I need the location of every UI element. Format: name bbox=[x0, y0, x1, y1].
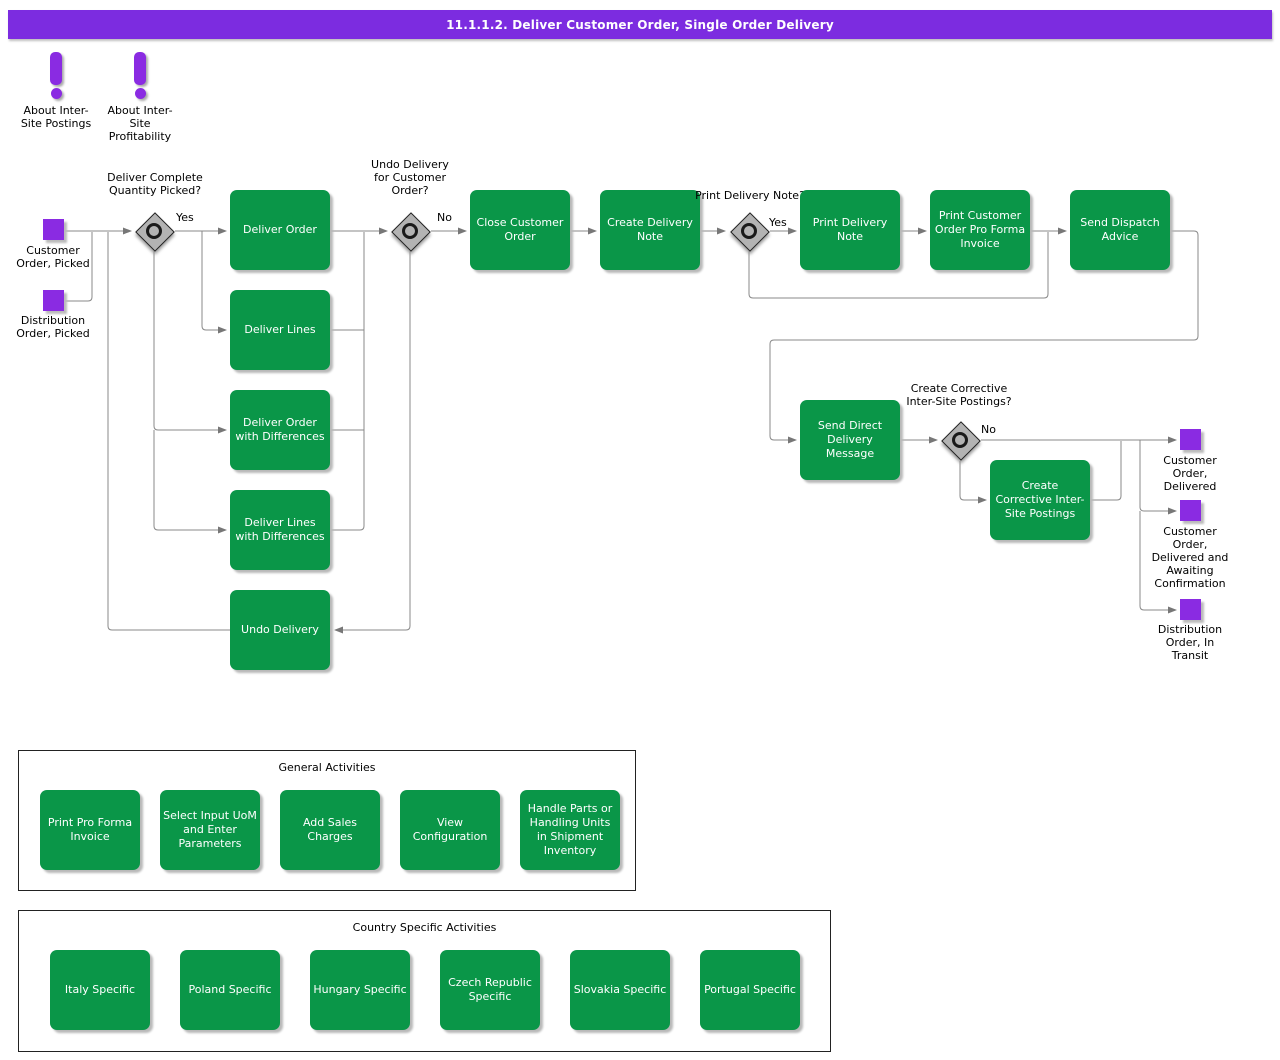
activity-print-customer-order-pro-forma-invoice[interactable]: Print Customer Order Pro Forma Invoice bbox=[930, 190, 1030, 270]
activity-label: Close Customer Order bbox=[476, 216, 564, 243]
activity-print-delivery-note[interactable]: Print Delivery Note bbox=[800, 190, 900, 270]
info-link-label: About Inter-Site Postings bbox=[20, 104, 92, 130]
activity-deliver-order-with-differences[interactable]: Deliver Order with Differences bbox=[230, 390, 330, 470]
activity-label: Select Input UoM and Enter Parameters bbox=[163, 809, 257, 850]
decision-ring-icon bbox=[402, 223, 418, 239]
info-link-inter-site-postings[interactable]: About Inter-Site Postings bbox=[14, 52, 98, 130]
activity-label: Create Delivery Note bbox=[607, 216, 693, 243]
activity-send-direct-delivery-message[interactable]: Send Direct Delivery Message bbox=[800, 400, 900, 480]
branch-label-no: No bbox=[437, 211, 452, 224]
decision-ring-icon bbox=[741, 223, 757, 239]
activity-poland-specific[interactable]: Poland Specific bbox=[180, 950, 280, 1030]
exclamation-icon bbox=[134, 52, 146, 85]
decision-undo-delivery-for-customer-order bbox=[391, 212, 431, 252]
activity-label: Print Pro Forma Invoice bbox=[47, 816, 133, 843]
exclamation-dot-icon bbox=[50, 88, 62, 99]
activity-label: Hungary Specific bbox=[313, 983, 407, 996]
activity-label: Print Delivery Note bbox=[812, 216, 888, 243]
activity-czech-republic-specific[interactable]: Czech Republic Specific bbox=[440, 950, 540, 1030]
decision-question: Undo Delivery for Customer Order? bbox=[371, 158, 449, 197]
activity-label: Print Customer Order Pro Forma Invoice bbox=[934, 209, 1026, 250]
panel-title: General Activities bbox=[278, 761, 376, 774]
activity-italy-specific[interactable]: Italy Specific bbox=[50, 950, 150, 1030]
process-title: 11.1.1.2. Deliver Customer Order, Single… bbox=[446, 17, 834, 32]
branch-label-yes: Yes bbox=[769, 216, 787, 229]
decision-ring-icon bbox=[146, 223, 162, 239]
activity-close-customer-order[interactable]: Close Customer Order bbox=[470, 190, 570, 270]
end-event-label: Customer Order, Delivered bbox=[1163, 454, 1217, 493]
process-title-bar: 11.1.1.2. Deliver Customer Order, Single… bbox=[8, 10, 1272, 39]
activity-undo-delivery[interactable]: Undo Delivery bbox=[230, 590, 330, 670]
activity-label: View Configuration bbox=[412, 816, 488, 843]
decision-question: Deliver Complete Quantity Picked? bbox=[107, 171, 203, 197]
exclamation-dot-icon bbox=[134, 88, 146, 99]
activity-label: Handle Parts or Handling Units in Shipme… bbox=[527, 802, 613, 857]
activity-label: Add Sales Charges bbox=[302, 816, 358, 843]
activity-hungary-specific[interactable]: Hungary Specific bbox=[310, 950, 410, 1030]
panel-title: Country Specific Activities bbox=[352, 921, 497, 934]
activity-label: Undo Delivery bbox=[241, 623, 319, 636]
activity-label: Deliver Lines bbox=[244, 323, 316, 336]
activity-label: Deliver Order with Differences bbox=[235, 416, 325, 443]
activity-label: Deliver Lines with Differences bbox=[235, 516, 325, 543]
decision-question: Create Corrective Inter-Site Postings? bbox=[906, 382, 1012, 408]
end-event-label: Distribution Order, In Transit bbox=[1157, 623, 1223, 662]
end-event-label: Customer Order, Delivered and Awaiting C… bbox=[1151, 525, 1229, 590]
activity-deliver-lines[interactable]: Deliver Lines bbox=[230, 290, 330, 370]
exclamation-icon bbox=[50, 52, 62, 85]
end-event-customer-order-delivered[interactable] bbox=[1180, 429, 1201, 450]
info-link-label: About Inter-Site Profitability bbox=[107, 104, 173, 143]
activity-create-corrective-inter-site-postings[interactable]: Create Corrective Inter-Site Postings bbox=[990, 460, 1090, 540]
activity-select-input-uom-and-enter-parameters[interactable]: Select Input UoM and Enter Parameters bbox=[160, 790, 260, 870]
decision-print-delivery-note bbox=[730, 212, 770, 252]
activity-print-pro-forma-invoice[interactable]: Print Pro Forma Invoice bbox=[40, 790, 140, 870]
activity-handle-parts-or-handling-units[interactable]: Handle Parts or Handling Units in Shipme… bbox=[520, 790, 620, 870]
activity-deliver-order[interactable]: Deliver Order bbox=[230, 190, 330, 270]
activity-label: Poland Specific bbox=[188, 983, 272, 996]
start-event-customer-order-picked[interactable] bbox=[43, 219, 64, 240]
activity-portugal-specific[interactable]: Portugal Specific bbox=[700, 950, 800, 1030]
activity-view-configuration[interactable]: View Configuration bbox=[400, 790, 500, 870]
activity-send-dispatch-advice[interactable]: Send Dispatch Advice bbox=[1070, 190, 1170, 270]
end-event-distribution-order-in-transit[interactable] bbox=[1180, 599, 1201, 620]
decision-question: Print Delivery Note? bbox=[695, 189, 805, 202]
activity-label: Deliver Order bbox=[243, 223, 317, 236]
info-link-inter-site-profitability[interactable]: About Inter-Site Profitability bbox=[98, 52, 182, 143]
activity-label: Send Dispatch Advice bbox=[1080, 216, 1160, 243]
start-event-label: Distribution Order, Picked bbox=[16, 314, 90, 340]
branch-label-yes: Yes bbox=[176, 211, 194, 224]
activity-slovakia-specific[interactable]: Slovakia Specific bbox=[570, 950, 670, 1030]
country-specific-activities-panel: Country Specific Activities bbox=[18, 910, 831, 1052]
branch-label-no: No bbox=[981, 423, 996, 436]
start-event-label: Customer Order, Picked bbox=[16, 244, 90, 270]
end-event-customer-order-delivered-awaiting-confirmation[interactable] bbox=[1180, 500, 1201, 521]
activity-deliver-lines-with-differences[interactable]: Deliver Lines with Differences bbox=[230, 490, 330, 570]
activity-label: Italy Specific bbox=[64, 983, 136, 996]
decision-deliver-complete-quantity-picked bbox=[135, 212, 175, 252]
activity-add-sales-charges[interactable]: Add Sales Charges bbox=[280, 790, 380, 870]
decision-create-corrective-inter-site-postings bbox=[941, 421, 981, 461]
activity-label: Portugal Specific bbox=[704, 983, 796, 996]
activity-label: Slovakia Specific bbox=[573, 983, 667, 996]
activity-label: Send Direct Delivery Message bbox=[817, 419, 883, 460]
activity-label: Czech Republic Specific bbox=[448, 976, 532, 1003]
decision-ring-icon bbox=[952, 432, 968, 448]
activity-label: Create Corrective Inter-Site Postings bbox=[995, 479, 1085, 520]
start-event-distribution-order-picked[interactable] bbox=[43, 290, 64, 311]
activity-create-delivery-note[interactable]: Create Delivery Note bbox=[600, 190, 700, 270]
